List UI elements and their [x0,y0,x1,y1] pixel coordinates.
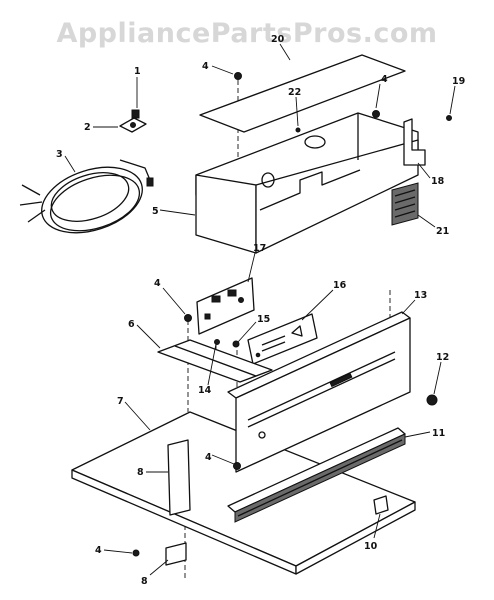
part-20-top-cover [199,54,406,133]
callout-15: 15 [257,314,270,325]
part-1-2-terminal [119,109,147,133]
part-12-plug-button [426,394,438,406]
callout-22: 22 [288,87,301,98]
callout-1: 1 [134,66,141,77]
callout-11: 11 [432,428,445,439]
callout-8: 8 [137,467,144,478]
callout-16: 16 [333,280,347,291]
callout-4: 4 [381,74,388,85]
part-11-slide-rail [227,427,406,523]
callout-21: 21 [436,226,449,237]
part-7-base-plate [71,411,416,575]
callout-3: 3 [56,149,63,160]
callout-4: 4 [154,278,161,289]
callout-6: 6 [128,319,135,330]
leader-lines [64,43,456,576]
part-6-mounting-rail [157,339,273,383]
callout-5: 5 [152,206,159,217]
callout-13: 13 [414,290,427,301]
callout-7: 7 [117,396,124,407]
part-10-clip [373,495,389,515]
callout-19: 19 [452,76,465,87]
part-13-front-panel [227,311,411,473]
callout-2: 2 [84,122,91,133]
callout-labels: 1 2 3 4 4 4 4 4 5 6 7 8 8 11 12 13 14 15… [56,34,465,587]
callout-8: 8 [141,576,148,587]
screws [132,72,452,557]
callout-20: 20 [271,34,285,45]
part-21-vent [391,182,419,226]
part-8-side-bracket-lower [165,542,187,566]
callout-4: 4 [202,61,209,72]
callout-4: 4 [95,545,102,556]
part-3-power-cord [19,159,154,234]
part-8-side-bracket-upper [167,439,191,516]
callout-4: 4 [205,452,212,463]
part-16-switch-plate [247,313,318,365]
callout-17: 17 [253,243,266,254]
callout-14: 14 [198,385,212,396]
callout-18: 18 [431,176,445,187]
part-17-control-bracket [196,277,255,335]
part-18-bracket [403,118,426,166]
callout-10: 10 [364,541,378,552]
part-5-upper-housing [195,112,419,254]
callout-12: 12 [436,352,449,363]
